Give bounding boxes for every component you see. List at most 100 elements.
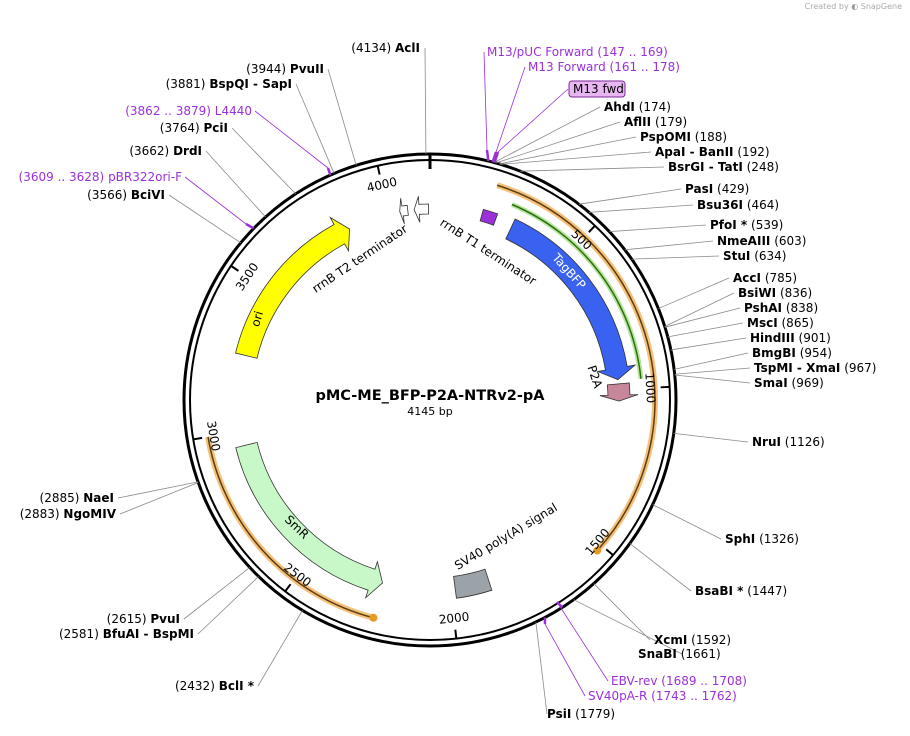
enzyme-nrui[interactable]: NruI (1126) bbox=[752, 435, 825, 449]
enzyme-name: BmgBI bbox=[752, 346, 796, 360]
enzyme-drdi[interactable]: (3662) DrdI bbox=[129, 144, 202, 158]
feature-tagbfp[interactable] bbox=[505, 218, 637, 381]
enzyme-position: (188) bbox=[695, 130, 727, 144]
enzyme-pfoi[interactable]: PfoI * (539) bbox=[710, 218, 783, 232]
enzyme-leader-line bbox=[573, 599, 683, 655]
enzyme-leader-line bbox=[327, 68, 357, 166]
enzyme-name: NmeAIII bbox=[717, 234, 770, 248]
enzyme-name: AclI bbox=[395, 41, 420, 55]
enzyme-name: MscI bbox=[747, 316, 778, 330]
enzyme-position: (3881) bbox=[166, 77, 206, 91]
enzyme-leader-line bbox=[593, 583, 651, 641]
tick-label: 3500 bbox=[233, 260, 262, 293]
enzyme-position: (1447) bbox=[747, 584, 787, 598]
feature-rrnb-t1-primer-feature[interactable] bbox=[479, 208, 499, 226]
feature-rrnb-t1-terminator[interactable] bbox=[413, 196, 429, 223]
primer-position: (147 .. 169) bbox=[597, 45, 667, 59]
enzyme-apai-banii[interactable]: ApaI - BanII (192) bbox=[655, 145, 770, 159]
enzyme-psii[interactable]: PsiI (1779) bbox=[547, 707, 615, 721]
primer-name: M13/pUC Forward bbox=[487, 45, 594, 59]
feature-layer bbox=[235, 196, 639, 600]
primer-position: (3609 .. 3628) bbox=[19, 170, 105, 184]
enzyme-bsabi[interactable]: BsaBI * (1447) bbox=[695, 584, 787, 598]
enzyme-pvui[interactable]: (2615) PvuI bbox=[107, 612, 180, 626]
primer-pbr322ori-f[interactable]: (3609 .. 3628) pBR322ori-F bbox=[19, 170, 183, 184]
enzyme-position: (174) bbox=[639, 100, 671, 114]
enzyme-bsiwi[interactable]: BsiWI (836) bbox=[738, 286, 812, 300]
tick-label: 2000 bbox=[438, 610, 470, 627]
orange-arc-head bbox=[369, 613, 378, 622]
enzyme-position: (969) bbox=[792, 376, 824, 390]
enzyme-ngomiv[interactable]: (2883) NgoMIV bbox=[20, 507, 117, 521]
enzyme-position: (838) bbox=[786, 301, 818, 315]
enzyme-tspmi-xmai[interactable]: TspMI - XmaI (967) bbox=[754, 361, 877, 375]
enzyme-msci[interactable]: MscI (865) bbox=[747, 316, 814, 330]
enzyme-pcii[interactable]: (3764) PciI bbox=[160, 121, 228, 135]
enzyme-name: PvuII bbox=[290, 62, 324, 76]
enzyme-leader-line bbox=[578, 188, 682, 205]
enzyme-bsrgi-tati[interactable]: BsrGI - TatI (248) bbox=[668, 160, 779, 174]
enzyme-bmgbi[interactable]: BmgBI (954) bbox=[752, 346, 832, 360]
feature-rrnb-t2-terminator[interactable] bbox=[399, 198, 409, 224]
enzyme-leader-line bbox=[424, 47, 427, 155]
enzyme-name: PciI bbox=[204, 121, 229, 135]
plasmid-length: 4145 bp bbox=[407, 405, 452, 418]
enzyme-name: ApaI - BanII bbox=[655, 145, 734, 159]
enzyme-leader-line bbox=[197, 576, 259, 635]
primer-m13-forward[interactable]: M13 Forward (161 .. 178) bbox=[528, 60, 680, 74]
enzyme-leader-line bbox=[500, 151, 652, 165]
enzyme-position: (179) bbox=[655, 115, 687, 129]
enzyme-hindiii[interactable]: HindIII (901) bbox=[750, 331, 831, 345]
orange-arc-head bbox=[593, 546, 602, 555]
enzyme-leader-line bbox=[520, 166, 665, 172]
enzyme-name: PshAI bbox=[744, 301, 782, 315]
primer-position: (3862 .. 3879) bbox=[125, 104, 211, 118]
enzyme-xcmi[interactable]: XcmI (1592) bbox=[654, 633, 731, 647]
enzyme-smai[interactable]: SmaI (969) bbox=[754, 376, 824, 390]
feature-sv40-poly-a-signal[interactable] bbox=[453, 568, 493, 599]
enzyme-pasi[interactable]: PasI (429) bbox=[685, 182, 749, 196]
enzyme-name: BspQI - SapI bbox=[209, 77, 292, 91]
enzyme-position: (2581) bbox=[59, 627, 99, 641]
enzyme-position: (2615) bbox=[107, 612, 147, 626]
enzyme-acci[interactable]: AccI (785) bbox=[733, 271, 797, 285]
feature-ori[interactable] bbox=[235, 216, 350, 359]
enzyme-sphi[interactable]: SphI (1326) bbox=[725, 532, 799, 546]
enzyme-acli[interactable]: (4134) AclI bbox=[351, 41, 420, 55]
snapgene-credit: Created by ◐ SnapGene bbox=[805, 2, 902, 11]
primer-m13-fwd[interactable]: M13 fwd bbox=[573, 82, 624, 96]
enzyme-leader-line bbox=[667, 322, 744, 338]
feature-p2a[interactable] bbox=[599, 382, 639, 402]
primer-ebv-rev[interactable]: EBV-rev (1689 .. 1708) bbox=[611, 674, 747, 688]
enzyme-bcli[interactable]: (2432) BclI * bbox=[175, 679, 255, 693]
feature-smr[interactable] bbox=[235, 441, 383, 600]
enzyme-nmeaiii[interactable]: NmeAIII (603) bbox=[717, 234, 806, 248]
enzyme-position: (603) bbox=[774, 234, 806, 248]
enzyme-bsu36i[interactable]: Bsu36I (464) bbox=[697, 198, 779, 212]
enzyme-name: SnaBI bbox=[638, 647, 677, 661]
enzyme-pspomi[interactable]: PspOMI (188) bbox=[640, 130, 727, 144]
enzyme-name: XcmI bbox=[654, 633, 687, 647]
enzyme-aflii[interactable]: AflII (179) bbox=[624, 115, 687, 129]
enzyme-pvuii[interactable]: (3944) PvuII bbox=[246, 62, 324, 76]
enzyme-ahdi[interactable]: AhdI (174) bbox=[604, 100, 671, 114]
enzyme-leader-line bbox=[609, 224, 707, 233]
enzyme-bspqi-sapi[interactable]: (3881) BspQI - SapI bbox=[166, 77, 292, 91]
enzyme-position: (3662) bbox=[129, 144, 169, 158]
primer-position: (161 .. 178) bbox=[610, 60, 680, 74]
enzyme-position: (836) bbox=[780, 286, 812, 300]
primer-leader-line bbox=[495, 66, 526, 153]
enzyme-naei[interactable]: (2885) NaeI bbox=[40, 491, 114, 505]
enzyme-pshai[interactable]: PshAI (838) bbox=[744, 301, 818, 315]
enzyme-snabi[interactable]: SnaBI (1661) bbox=[638, 647, 721, 661]
primer-name: L4440 bbox=[215, 104, 252, 118]
primer-l4440[interactable]: (3862 .. 3879) L4440 bbox=[125, 104, 252, 118]
enzyme-bfuai-bspmi[interactable]: (2581) BfuAI - BspMI bbox=[59, 627, 194, 641]
enzyme-name: HindIII bbox=[750, 331, 795, 345]
enzyme-stui[interactable]: StuI (634) bbox=[723, 249, 787, 263]
enzyme-bcivi[interactable]: (3566) BciVI bbox=[87, 188, 165, 202]
primer-sv40pa-r[interactable]: SV40pA-R (1743 .. 1762) bbox=[588, 689, 737, 703]
primer-site-mark bbox=[485, 149, 490, 162]
primer-m13-puc-forward[interactable]: M13/pUC Forward (147 .. 169) bbox=[487, 45, 668, 59]
